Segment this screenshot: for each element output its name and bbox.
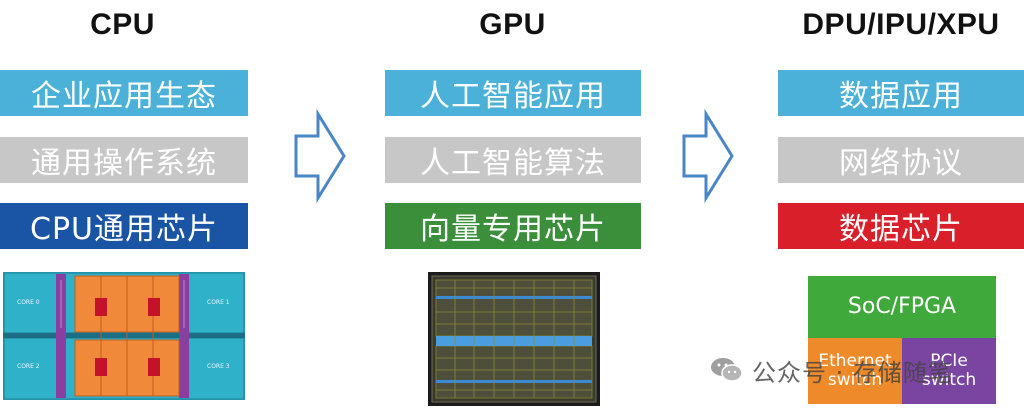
dpu-column-title: DPU/IPU/XPU: [802, 8, 1000, 41]
dpu-app-layer-bar: 数据应用: [778, 70, 1024, 116]
ethernet-switch-label-line2: switch: [827, 370, 883, 390]
cpu-core-label: CORE 3: [207, 363, 230, 370]
cpu-chip-layer-bar: CPU通用芯片: [0, 203, 248, 249]
dpu-protocol-layer-bar: 网络协议: [778, 137, 1024, 183]
gpu-algo-layer-bar: 人工智能算法: [385, 137, 641, 183]
dpu-chip-layer-bar: 数据芯片: [778, 203, 1024, 249]
wechat-icon: [711, 358, 743, 382]
right-arrow-icon: [294, 108, 346, 204]
soc-fpga-block: SoC/FPGA: [808, 276, 996, 338]
gpu-chip-die-image: [428, 272, 600, 406]
cpu-core-label: CORE 2: [17, 363, 40, 370]
watermark: 公众号 · 存储随笔: [710, 352, 1010, 388]
pcie-switch-label-line1: PCIe: [930, 351, 968, 372]
pcie-switch-block: PCIe switch: [902, 338, 996, 404]
cpu-app-layer-bar: 企业应用生态: [0, 70, 248, 116]
cpu-core-label: CORE 1: [207, 299, 230, 306]
cpu-chip-die-image: CORE 0 CORE 1 CORE 2 CORE 3: [3, 272, 245, 400]
gpu-chip-layer-bar: 向量专用芯片: [385, 203, 641, 249]
ethernet-switch-block: Ethernet switch: [808, 338, 902, 404]
pcie-switch-label-line2: switch: [921, 370, 977, 390]
right-arrow-icon: [682, 108, 734, 204]
ethernet-switch-label-line1: Ethernet: [818, 351, 892, 372]
cpu-column-title: CPU: [90, 8, 155, 41]
gpu-column-title: GPU: [479, 8, 546, 41]
cpu-core-label: CORE 0: [17, 299, 40, 306]
watermark-text: 公众号 · 存储随笔: [752, 358, 953, 387]
cpu-os-layer-bar: 通用操作系统: [0, 137, 248, 183]
soc-fpga-label: SoC/FPGA: [847, 293, 957, 319]
gpu-app-layer-bar: 人工智能应用: [385, 70, 641, 116]
